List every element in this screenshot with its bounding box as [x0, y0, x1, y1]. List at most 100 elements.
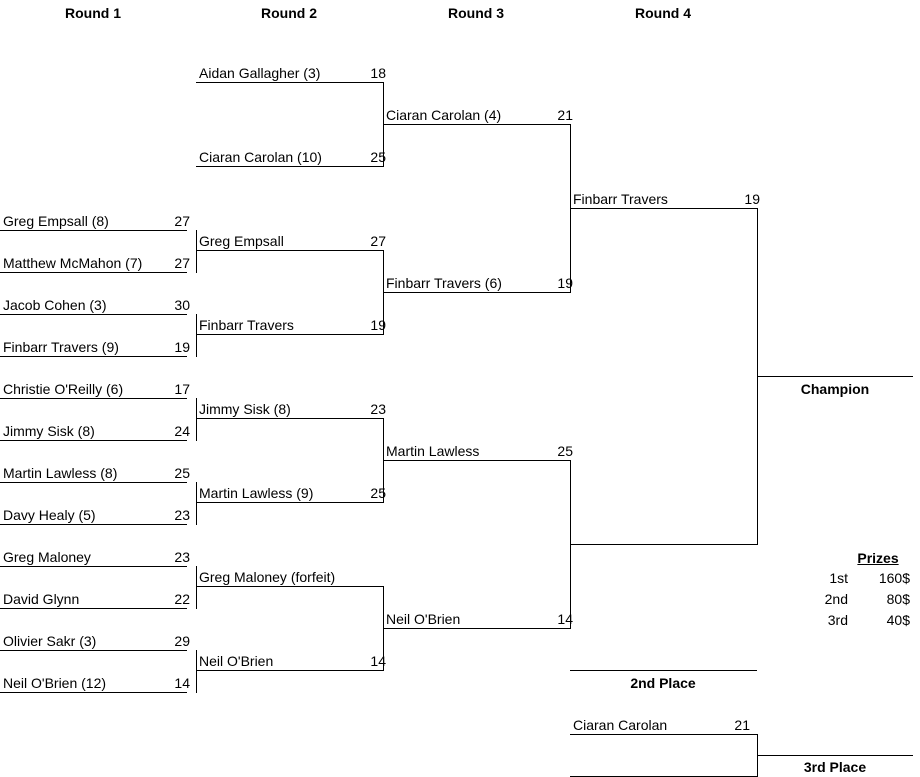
round2-entry-8-score: 14: [370, 653, 386, 669]
round2-entry-1-line: [196, 82, 383, 83]
prize-amount-3: 40$: [886, 612, 910, 628]
round1-entry-6-name: Jimmy Sisk (8): [3, 423, 95, 439]
round-header-1: Round 1: [65, 5, 121, 21]
round1-entry-6-line: [0, 440, 187, 441]
round1-entry-9-name: Greg Maloney: [3, 549, 91, 565]
round1-entry-11-name: Olivier Sakr (3): [3, 633, 97, 649]
round4-entry-2-line: [570, 544, 757, 545]
round1-entry-4-score: 19: [174, 339, 190, 355]
round2-entry-5-line: [196, 418, 383, 419]
prize-amount-1: 160$: [878, 570, 910, 586]
round2-entry-1-name: Aidan Gallagher (3): [199, 65, 321, 81]
round-header-2: Round 2: [261, 5, 317, 21]
round2-entry-4-score: 19: [370, 317, 386, 333]
prizes-title: Prizes: [857, 550, 899, 566]
round1-connector-4: [196, 482, 197, 525]
round1-connector-6: [196, 650, 197, 693]
round1-entry-7-name: Martin Lawless (8): [3, 465, 118, 481]
round1-entry-6-score: 24: [174, 423, 190, 439]
round1-entry-5-line: [0, 398, 187, 399]
round3-entry-1-line: [383, 124, 570, 125]
round1-entry-8-score: 23: [174, 507, 190, 523]
round1-connector-1: [196, 230, 197, 273]
round1-entry-2-line: [0, 272, 187, 273]
round3-entry-1-score: 21: [557, 107, 573, 123]
prize-place-3: 3rd: [827, 612, 848, 628]
round1-entry-3-name: Jacob Cohen (3): [3, 297, 107, 313]
round2-entry-3-name: Greg Empsall: [199, 233, 284, 249]
round-header-4: Round 4: [635, 5, 691, 21]
round4-entry-1-name: Finbarr Travers: [573, 191, 668, 207]
third-place-match-line-1: [570, 734, 757, 735]
round1-entry-5-name: Christie O'Reilly (6): [3, 381, 124, 397]
round3-entry-4-score: 14: [557, 611, 573, 627]
round3-entry-2-line: [383, 292, 570, 293]
round1-entry-9-score: 23: [174, 549, 190, 565]
round1-connector-2: [196, 314, 197, 357]
round1-entry-10-name: David Glynn: [3, 591, 80, 607]
round3-entry-1-name: Ciaran Carolan (4): [386, 107, 502, 123]
third-place-line: [757, 755, 913, 756]
round2-entry-3-score: 27: [370, 233, 386, 249]
round1-connector-3: [196, 398, 197, 441]
third-place-match-name: Ciaran Carolan: [573, 717, 668, 733]
round1-entry-5-score: 17: [174, 381, 190, 397]
round1-entry-4-line: [0, 356, 187, 357]
round2-entry-1-score: 18: [370, 65, 386, 81]
round3-entry-2-score: 19: [557, 275, 573, 291]
round3-entry-2-name: Finbarr Travers (6): [386, 275, 502, 291]
round1-entry-7-line: [0, 482, 187, 483]
round1-entry-1-line: [0, 230, 187, 231]
round1-entry-3-score: 30: [174, 297, 190, 313]
round1-entry-10-score: 22: [174, 591, 190, 607]
round2-entry-2-score: 25: [370, 149, 386, 165]
prize-amount-2: 80$: [886, 591, 910, 607]
round2-entry-7-line: [196, 586, 383, 587]
round1-entry-2-name: Matthew McMahon (7): [3, 255, 143, 271]
round2-entry-5-name: Jimmy Sisk (8): [199, 401, 291, 417]
round2-entry-5-score: 23: [370, 401, 386, 417]
second-place-label: 2nd Place: [630, 675, 696, 691]
round2-entry-2-name: Ciaran Carolan (10): [199, 149, 322, 165]
round2-entry-7-name: Greg Maloney (forfeit): [199, 569, 336, 585]
round3-entry-4-line: [383, 628, 570, 629]
third-place-label: 3rd Place: [803, 759, 867, 775]
round3-entry-3-line: [383, 460, 570, 461]
round2-entry-8-name: Neil O'Brien: [199, 653, 274, 669]
round4-entry-1-score: 19: [744, 191, 760, 207]
round1-entry-4-name: Finbarr Travers (9): [3, 339, 119, 355]
round1-entry-3-line: [0, 314, 187, 315]
round1-entry-1-score: 27: [174, 213, 190, 229]
third-place-match-score: 21: [734, 717, 750, 733]
round3-entry-4-name: Neil O'Brien: [386, 611, 461, 627]
round1-entry-7-score: 25: [174, 465, 190, 481]
round1-entry-10-line: [0, 608, 187, 609]
round1-entry-2-score: 27: [174, 255, 190, 271]
round2-entry-3-line: [196, 250, 383, 251]
champion-label: Champion: [800, 381, 870, 397]
round1-entry-8-name: Davy Healy (5): [3, 507, 96, 523]
round1-entry-9-line: [0, 566, 187, 567]
round3-entry-3-name: Martin Lawless: [386, 443, 480, 459]
round1-entry-12-name: Neil O'Brien (12): [3, 675, 107, 691]
round2-entry-4-name: Finbarr Travers: [199, 317, 294, 333]
prize-place-1: 1st: [829, 570, 848, 586]
second-place-line: [570, 670, 757, 671]
round1-entry-11-score: 29: [174, 633, 190, 649]
round2-entry-6-score: 25: [370, 485, 386, 501]
round3-entry-3-score: 25: [557, 443, 573, 459]
round2-entry-4-line: [196, 334, 383, 335]
champion-line: [757, 376, 913, 377]
round1-connector-5: [196, 566, 197, 609]
round-header-3: Round 3: [448, 5, 504, 21]
round2-entry-2-line: [196, 166, 383, 167]
round2-entry-6-name: Martin Lawless (9): [199, 485, 314, 501]
round2-entry-8-line: [196, 670, 383, 671]
round1-entry-12-score: 14: [174, 675, 190, 691]
round1-entry-12-line: [0, 692, 187, 693]
round1-entry-1-name: Greg Empsall (8): [3, 213, 109, 229]
prize-place-2: 2nd: [824, 591, 848, 607]
round4-entry-1-line: [570, 208, 757, 209]
round1-entry-11-line: [0, 650, 187, 651]
